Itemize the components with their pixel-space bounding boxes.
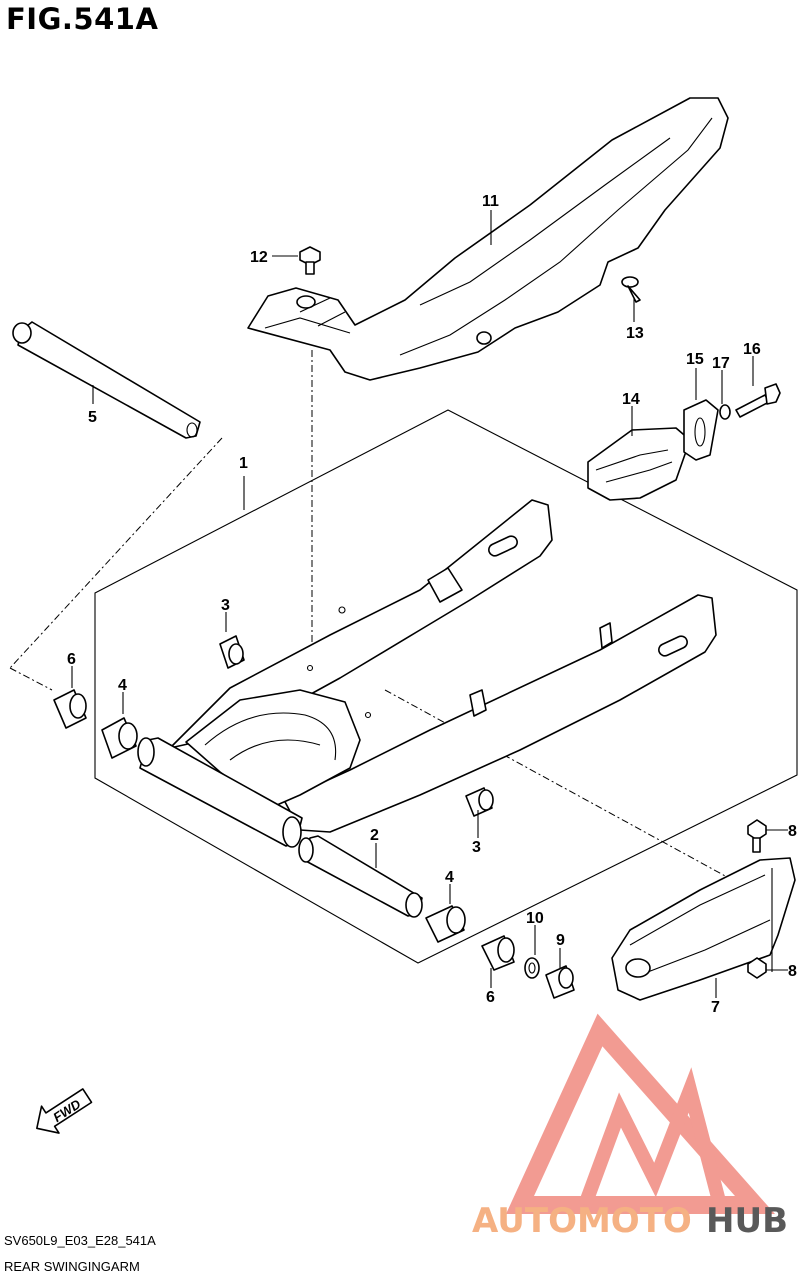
pivot-tube-left — [137, 737, 303, 848]
pivot-shaft — [12, 321, 201, 439]
watermark-word-hub: HUB — [706, 1201, 788, 1241]
callout-8-upper: 8 — [788, 823, 797, 840]
callout-16: 16 — [743, 341, 761, 358]
callout-12: 12 — [250, 249, 268, 266]
watermark-m-mark — [578, 1067, 727, 1208]
nut-9 — [545, 965, 575, 999]
callout-labels: 1 2 3 3 4 4 5 6 6 7 8 8 9 10 11 12 13 14… — [67, 193, 797, 1016]
bearing-4-right — [425, 905, 466, 943]
callout-3-lower: 3 — [472, 839, 481, 856]
swingarm-frame — [169, 499, 717, 833]
callout-9: 9 — [556, 932, 565, 949]
callout-14: 14 — [622, 391, 640, 408]
callout-2: 2 — [370, 827, 379, 844]
buffer-plate — [683, 399, 719, 461]
callout-8-lower: 8 — [788, 963, 797, 980]
buffer-washer — [719, 404, 731, 420]
callout-5: 5 — [88, 409, 97, 426]
figure-title: FIG.541A — [6, 2, 159, 36]
chain-guide — [611, 857, 796, 1001]
diagram-code: SV650L9_E03_E28_541A — [4, 1233, 156, 1248]
bushing-3-lower — [465, 787, 494, 817]
chain-case-bolt — [299, 246, 321, 275]
callout-17: 17 — [712, 355, 730, 372]
chain-buffer — [587, 427, 691, 501]
callout-13: 13 — [626, 325, 644, 342]
fwd-arrow-icon: FWD — [36, 1088, 93, 1134]
washer-10 — [524, 957, 540, 979]
spacer-6-right — [481, 935, 515, 971]
chain-case — [247, 97, 729, 381]
callout-4-right: 4 — [445, 869, 454, 886]
bushing-3-upper — [219, 635, 245, 669]
spacer-6-left — [53, 689, 87, 729]
diagram-name: REAR SWINGINGARM — [4, 1259, 140, 1274]
watermark-word-automoto: AUTOMOTO — [472, 1201, 692, 1241]
callout-4-left: 4 — [118, 677, 127, 694]
callout-1: 1 — [239, 455, 248, 472]
callout-10: 10 — [526, 910, 544, 927]
callout-7: 7 — [711, 999, 720, 1016]
bearing-4-left — [101, 717, 138, 759]
pivot-tube-right — [298, 835, 423, 918]
callout-11: 11 — [482, 193, 499, 210]
callout-3-upper: 3 — [221, 597, 230, 614]
callout-15: 15 — [686, 351, 704, 368]
swingarm-assembly-outline — [94, 409, 798, 964]
chain-case-screw — [621, 276, 641, 303]
callout-6-left: 6 — [67, 651, 76, 668]
watermark-wordmark: AUTOMOTO HUB — [472, 1201, 788, 1241]
chain-guide-bolt-lower — [747, 957, 767, 979]
callout-6-right: 6 — [486, 989, 495, 1006]
watermark-logo — [505, 1013, 775, 1214]
leader-lines — [71, 210, 788, 998]
chain-guide-bolt-upper — [747, 819, 767, 853]
buffer-bolt — [735, 383, 781, 418]
